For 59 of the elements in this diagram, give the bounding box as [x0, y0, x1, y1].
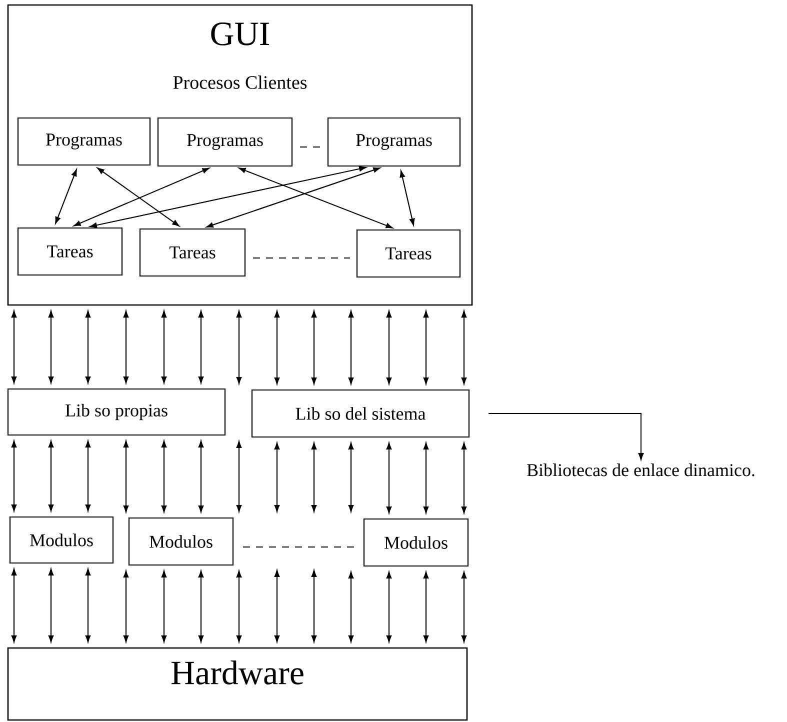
arrow	[123, 310, 129, 384]
layer-box: Hardware	[7, 647, 468, 721]
arrow	[348, 442, 354, 512]
process-box: Lib so del sistema	[251, 389, 470, 438]
arrow	[85, 440, 91, 512]
arrow	[198, 310, 204, 384]
arrow	[461, 572, 467, 642]
arrow	[274, 570, 280, 642]
arrow	[161, 570, 167, 642]
arrow	[206, 167, 380, 228]
note-text: Bibliotecas de enlace dinamico.	[527, 464, 754, 476]
arrow	[55, 169, 77, 224]
arrow	[198, 440, 204, 512]
arrow	[274, 442, 280, 512]
arrow	[311, 570, 317, 642]
process-box: Modulos	[9, 516, 114, 564]
arrow	[74, 168, 210, 226]
arrow	[400, 170, 415, 226]
arrow	[48, 310, 54, 384]
process-box: Modulos	[363, 518, 469, 567]
arrow	[238, 168, 393, 228]
arrow	[85, 310, 91, 384]
process-box: Programas	[327, 117, 461, 167]
arrow	[236, 310, 242, 384]
arrow	[423, 310, 429, 384]
arrow	[348, 572, 354, 642]
arrow	[236, 570, 242, 642]
process-box: Lib so propias	[7, 388, 226, 436]
process-box: Tareas	[139, 228, 246, 277]
arrow	[198, 570, 204, 642]
arrow	[386, 310, 392, 384]
arrow	[488, 413, 644, 460]
process-box: Tareas	[356, 229, 461, 278]
process-box: Programas	[17, 117, 151, 166]
arrow	[11, 440, 17, 512]
arrow	[386, 572, 392, 642]
process-box: Tareas	[17, 227, 123, 276]
arrow	[348, 310, 354, 384]
process-box: Modulos	[128, 517, 234, 566]
process-box: Programas	[157, 117, 293, 167]
arrow	[11, 310, 17, 384]
arrow	[423, 572, 429, 642]
arrow	[90, 166, 366, 228]
arrow	[48, 568, 54, 642]
arrow	[311, 310, 317, 384]
arrow	[386, 442, 392, 514]
arrow	[123, 570, 129, 642]
arrow	[274, 310, 280, 384]
arrow	[161, 310, 167, 384]
arrow	[97, 168, 180, 226]
arrow	[423, 442, 429, 514]
arrow	[48, 440, 54, 512]
arrow	[123, 440, 129, 512]
arrow	[461, 310, 467, 384]
arrow	[11, 568, 17, 642]
arrow	[461, 442, 467, 514]
arrow	[85, 568, 91, 642]
arrow	[311, 442, 317, 512]
arrow	[161, 440, 167, 512]
